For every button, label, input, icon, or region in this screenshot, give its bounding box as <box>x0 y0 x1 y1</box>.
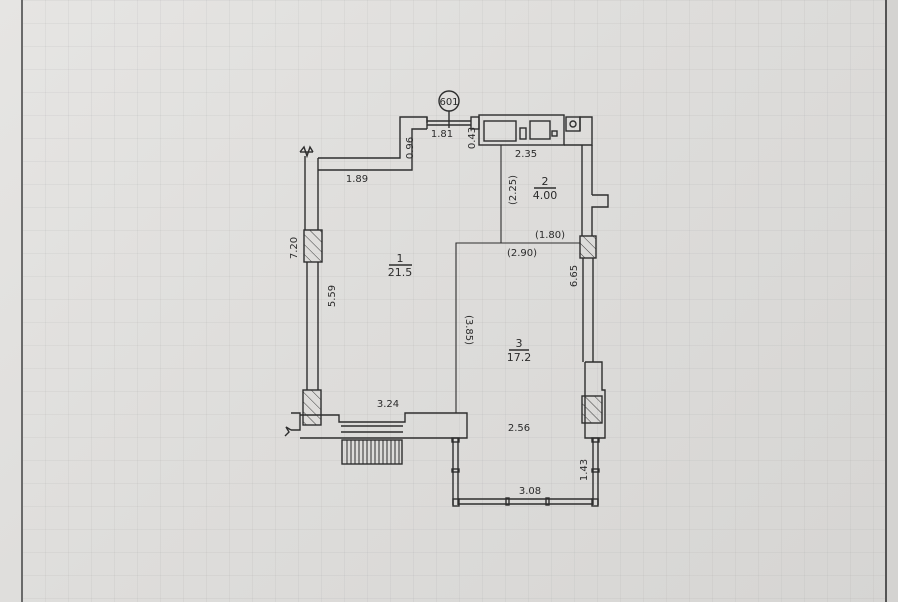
dim-balcony-depth: 2.56 <box>508 423 530 434</box>
dim-bathroom-width: 2.35 <box>515 149 537 160</box>
dim-left-inner: 5.59 <box>327 285 338 307</box>
balcony <box>451 437 600 507</box>
dim-upper-left-wall: 1.89 <box>346 174 368 185</box>
dim-partition-upper: (1.80) <box>535 230 565 241</box>
bathtub <box>483 120 517 142</box>
room-2-number: 2 <box>542 175 549 188</box>
room-1-area: 21.5 <box>388 266 413 279</box>
sheet-border-right <box>885 0 887 602</box>
wall-right <box>579 145 609 439</box>
sheet-border-left <box>21 0 23 602</box>
dim-balcony-width: 3.08 <box>519 486 541 497</box>
wall-left <box>284 156 323 437</box>
dim-top-left-jog: 0.96 <box>405 137 416 159</box>
wall-top-left <box>299 116 428 171</box>
room-3-area: 17.2 <box>507 351 532 364</box>
dim-partition-vertical: (3.85) <box>463 315 474 345</box>
partitions <box>455 145 580 413</box>
dim-right-wall: 6.65 <box>569 265 580 287</box>
room-2-area: 4.00 <box>533 189 558 202</box>
dim-top-small: 0.43 <box>467 127 478 149</box>
sink <box>519 127 527 140</box>
sheet-margin <box>887 0 898 602</box>
shower <box>529 120 551 140</box>
room-3-number: 3 <box>516 337 523 350</box>
bathroom-block <box>478 114 593 146</box>
dim-bathroom-height: (2.25) <box>508 175 519 205</box>
wall-bottom <box>300 412 468 465</box>
dim-top-opening: 1.81 <box>431 129 453 140</box>
toilet <box>551 130 558 137</box>
dim-partition-lower: (2.90) <box>507 248 537 259</box>
dim-left-total: 7.20 <box>289 237 300 259</box>
vent-shaft <box>565 116 581 132</box>
room-1-number: 1 <box>397 252 404 265</box>
radiator <box>341 439 403 465</box>
dim-bottom-left: 3.24 <box>377 399 399 410</box>
apartment-number: 601 <box>439 97 458 108</box>
paper-grid <box>22 0 888 602</box>
dim-balcony-side: 1.43 <box>579 459 590 481</box>
